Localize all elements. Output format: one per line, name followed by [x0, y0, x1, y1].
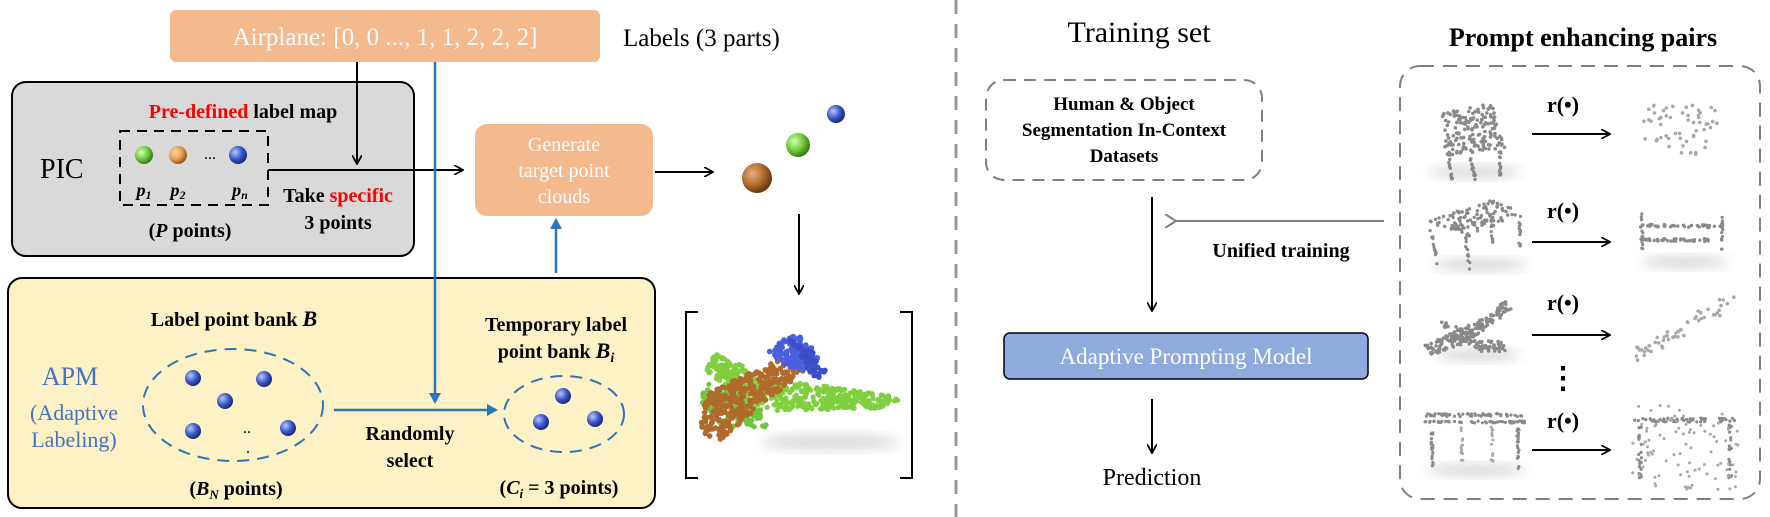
dataset-line1: Human & Object	[1053, 94, 1195, 115]
temp-sphere-2	[533, 414, 549, 430]
airplane-source-pointcloud	[1423, 300, 1520, 361]
generated-sphere-green	[786, 133, 810, 157]
bank-sphere-4	[185, 423, 201, 439]
segmented-airplane-pointcloud	[698, 333, 901, 450]
adaptive-prompting-model-box	[1003, 332, 1369, 380]
pairs-vertical-ellipsis: ⋮	[1548, 362, 1578, 395]
table-source-pointcloud	[1428, 199, 1528, 271]
apm-subtitle2: Labeling)	[31, 427, 117, 452]
label-bank-ellipse	[142, 348, 324, 462]
bank-dots-vertical: .	[246, 440, 250, 457]
pair-row-chair: r(•)	[1429, 92, 1719, 181]
labels-box-text: Airplane: [0, 0 ..., 1, 1, 2, 2, 2]	[233, 24, 538, 51]
temp-bank-caption-line2: point bank Bi	[498, 338, 615, 366]
temp-bank-ellipse	[503, 375, 625, 453]
temp-bank-caption-line1: Temporary label	[485, 314, 627, 336]
label-map-caption: Pre-defined label map	[149, 101, 338, 123]
pair-row-pergola: r(•)	[1423, 404, 1740, 491]
labels-box	[170, 10, 600, 62]
bank-sphere-1	[185, 370, 201, 386]
take-points-text: 3 points	[304, 212, 371, 234]
temp-point-count: (Ci = 3 points)	[500, 477, 619, 501]
pic-point-count: (P points)	[149, 220, 232, 242]
chair-augmented-pointcloud	[1642, 103, 1719, 156]
bank-sphere-5	[280, 420, 296, 436]
apm-title: APM	[42, 362, 98, 391]
bank-point-count: (BN points)	[189, 478, 282, 502]
pergola-source-pointcloud	[1423, 411, 1526, 476]
randomly-select-line1: Randomly	[366, 423, 455, 445]
label-p1: p1	[135, 180, 152, 202]
prompt-pairs-title: Prompt enhancing pairs	[1449, 23, 1717, 52]
generate-line3: clouds	[538, 186, 590, 208]
dataset-box	[985, 79, 1263, 181]
generated-sphere-blue	[827, 105, 845, 123]
result-bracket-right	[900, 311, 913, 479]
label-pn: pn	[230, 180, 248, 202]
label-sphere-orange	[169, 146, 187, 164]
op-label-table: r(•)	[1547, 198, 1579, 223]
label-map-ellipsis: ...	[204, 146, 216, 163]
result-bracket-left	[685, 311, 698, 479]
label-map-dashed-box	[119, 130, 269, 206]
label-sphere-blue	[229, 146, 247, 164]
temp-sphere-1	[555, 388, 571, 404]
training-set-title: Training set	[1067, 16, 1211, 49]
label-sphere-green	[135, 146, 153, 164]
op-label-chair: r(•)	[1547, 92, 1579, 117]
bank-sphere-2	[256, 371, 272, 387]
pair-row-airplane: r(•)	[1423, 290, 1736, 363]
unified-training-label: Unified training	[1212, 240, 1349, 262]
label-p2: p2	[169, 180, 186, 202]
prompt-pairs-box	[1399, 65, 1761, 500]
randomly-select-line2: select	[387, 450, 434, 472]
pergola-augmented-pointcloud	[1631, 404, 1740, 491]
prediction-label: Prediction	[1103, 465, 1202, 491]
generate-box	[475, 124, 653, 216]
apm-subtitle1: (Adaptive	[30, 400, 118, 425]
bank-sphere-3	[217, 393, 233, 409]
chair-source-pointcloud	[1429, 103, 1521, 181]
apm-box	[7, 277, 656, 509]
adaptive-prompting-model-label: Adaptive Prompting Model	[1060, 344, 1313, 369]
generate-line1: Generate	[528, 134, 600, 156]
op-label-pergola: r(•)	[1547, 408, 1579, 433]
dataset-line2: Segmentation In-Context	[1022, 120, 1227, 141]
table-augmented-pointcloud	[1639, 212, 1729, 268]
labels-caption: Labels (3 parts)	[623, 25, 780, 52]
airplane-augmented-pointcloud	[1634, 295, 1736, 363]
bank-dots-horizontal: ..	[243, 420, 251, 437]
pair-row-table: r(•)	[1428, 198, 1729, 271]
temp-sphere-3	[587, 411, 603, 427]
dataset-line3: Datasets	[1090, 146, 1159, 167]
take-specific-text: Take specific	[283, 185, 393, 207]
generate-line2: target point	[518, 160, 610, 182]
generated-sphere-orange	[742, 163, 772, 193]
label-bank-caption: Label point bank B	[151, 306, 317, 331]
op-label-airplane: r(•)	[1547, 290, 1579, 315]
pic-title: PIC	[40, 154, 84, 185]
